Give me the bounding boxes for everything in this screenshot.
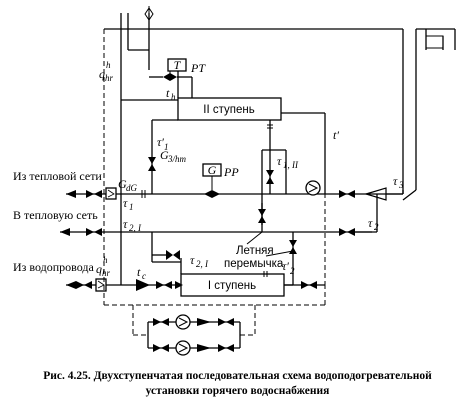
symbol-t-h: t h — [166, 86, 176, 102]
stage-1-return-valve-icon — [166, 250, 180, 260]
symbol-g-3hm: G 3/hm — [160, 148, 187, 164]
svg-text:q: q — [99, 67, 105, 81]
svg-text:τ: τ — [190, 253, 195, 267]
svg-text:h: h — [103, 255, 108, 265]
cold-valve-mid-icon — [156, 281, 172, 289]
measurement-ticks — [141, 124, 273, 277]
svg-text:1, II: 1, II — [283, 160, 299, 170]
svg-text:c: c — [142, 271, 146, 281]
svg-text:τ: τ — [277, 154, 282, 168]
figure-caption: Рис. 4.25. Двухступенчатая последователь… — [0, 369, 475, 399]
svg-text:τ: τ — [393, 174, 398, 188]
svg-text:h: h — [171, 92, 176, 102]
svg-text:dG: dG — [126, 183, 138, 193]
stage-2-bypass — [261, 149, 287, 194]
stage-2-heater: II ступень — [177, 97, 282, 121]
flow-regulator-icon: G PP — [202, 163, 239, 198]
supply-inlet-arrow-icon — [66, 190, 76, 198]
summer-bridge-line — [246, 231, 294, 257]
thermostat-valve-icon — [149, 71, 193, 98]
stage-1-label: I ступень — [208, 280, 256, 292]
elevator-icon — [363, 187, 403, 232]
return-pipe — [60, 228, 372, 236]
label-from-heat-network: Из тепловой сети — [13, 169, 102, 183]
rr-label: PP — [223, 165, 239, 179]
circulation-loop — [103, 29, 326, 306]
top-supply-pipe — [104, 28, 404, 194]
summer-bridge-line-1: Летняя — [236, 245, 274, 257]
label-to-heat-network: В тепловую сеть — [13, 208, 98, 222]
supply-valve-right-icon — [339, 190, 355, 198]
circulation-pump-2-icon — [153, 340, 234, 356]
symbol-q-bottom: q h hr — [96, 255, 111, 278]
svg-text:t: t — [166, 86, 170, 100]
svg-text:q: q — [96, 262, 102, 276]
symbol-tau2-prime: τ′ 2 — [282, 259, 295, 276]
svg-text:3: 3 — [398, 180, 404, 190]
stage-1-pump-in-icon — [175, 281, 183, 289]
svg-text:G: G — [160, 148, 169, 162]
g-box-label: G — [208, 163, 217, 177]
symbol-tau1-ii: τ 1, II — [277, 154, 299, 170]
stage-1-heater: I ступень — [180, 273, 285, 297]
symbol-tau2: τ 2 — [368, 216, 379, 232]
svg-text:τ: τ — [123, 196, 128, 210]
return-valve-left-icon — [86, 228, 102, 236]
t-box-label: T — [174, 58, 182, 72]
label-from-water-supply: Из водопровода — [13, 260, 95, 274]
cold-check-valve-icon — [136, 279, 150, 291]
label-summer-bridge: Летняя перемычка — [224, 245, 284, 270]
svg-text:2: 2 — [290, 266, 295, 276]
svg-text:G: G — [118, 177, 127, 191]
summer-bridge-valve-icon — [289, 240, 297, 254]
svg-text:τ: τ — [368, 216, 373, 230]
pump-icon — [305, 180, 321, 196]
svg-text:1: 1 — [129, 202, 134, 212]
rt-label: PT — [190, 61, 206, 75]
svg-text:hr: hr — [102, 268, 111, 278]
cold-valve-right-icon — [301, 281, 317, 289]
caption-line-2: установки горячего водоснабжения — [145, 385, 330, 397]
stage-2-valve-icon — [148, 157, 156, 171]
return-valve-right-icon — [339, 228, 377, 236]
svg-text:2: 2 — [374, 222, 379, 232]
symbol-q-top: q h hr — [99, 60, 114, 83]
symbol-t-c: t c — [137, 265, 146, 281]
svg-text:2, I: 2, I — [129, 223, 142, 233]
caption-line-1: Рис. 4.25. Двухступенчатая последователь… — [43, 370, 432, 382]
circulation-pump-1-icon — [153, 314, 234, 330]
svg-text:2, I: 2, I — [196, 259, 209, 269]
svg-text:1: 1 — [164, 142, 169, 152]
symbol-tau2-i: τ 2, I — [123, 217, 142, 233]
svg-text:τ′: τ′ — [157, 135, 164, 149]
symbol-tau3: τ 3 — [393, 174, 404, 190]
symbol-tau2-i-b: τ 2, I — [190, 253, 209, 269]
symbol-tau1-prime: τ′ 1 — [157, 135, 169, 152]
heat-supply-schematic: II ступень I ступень T — [13, 6, 456, 356]
tank-icon — [402, 28, 456, 201]
stage-1-heating-pipes — [151, 194, 294, 286]
svg-text:3/hm: 3/hm — [167, 154, 187, 164]
pump-group — [132, 305, 256, 349]
svg-text:τ: τ — [123, 217, 128, 231]
supply-valve-left-icon — [86, 190, 102, 198]
symbol-tau1: τ 1 — [123, 196, 134, 212]
thermostat-icon: T PT — [148, 50, 206, 98]
svg-text:τ′: τ′ — [282, 259, 289, 273]
stage-2-label: II ступень — [203, 104, 254, 116]
water-fold-icon — [144, 6, 154, 22]
symbol-t-prime: t′ — [333, 128, 339, 142]
hot-water-riser — [120, 13, 178, 285]
symbol-g-d: G dG — [118, 177, 138, 193]
svg-text:t: t — [137, 265, 141, 279]
cold-valve-left-icon — [76, 281, 92, 289]
summer-bridge-line-2: перемычка — [224, 258, 284, 270]
svg-text:h: h — [106, 60, 111, 70]
mud-filter-icon — [105, 187, 117, 200]
svg-text:hr: hr — [105, 73, 114, 83]
